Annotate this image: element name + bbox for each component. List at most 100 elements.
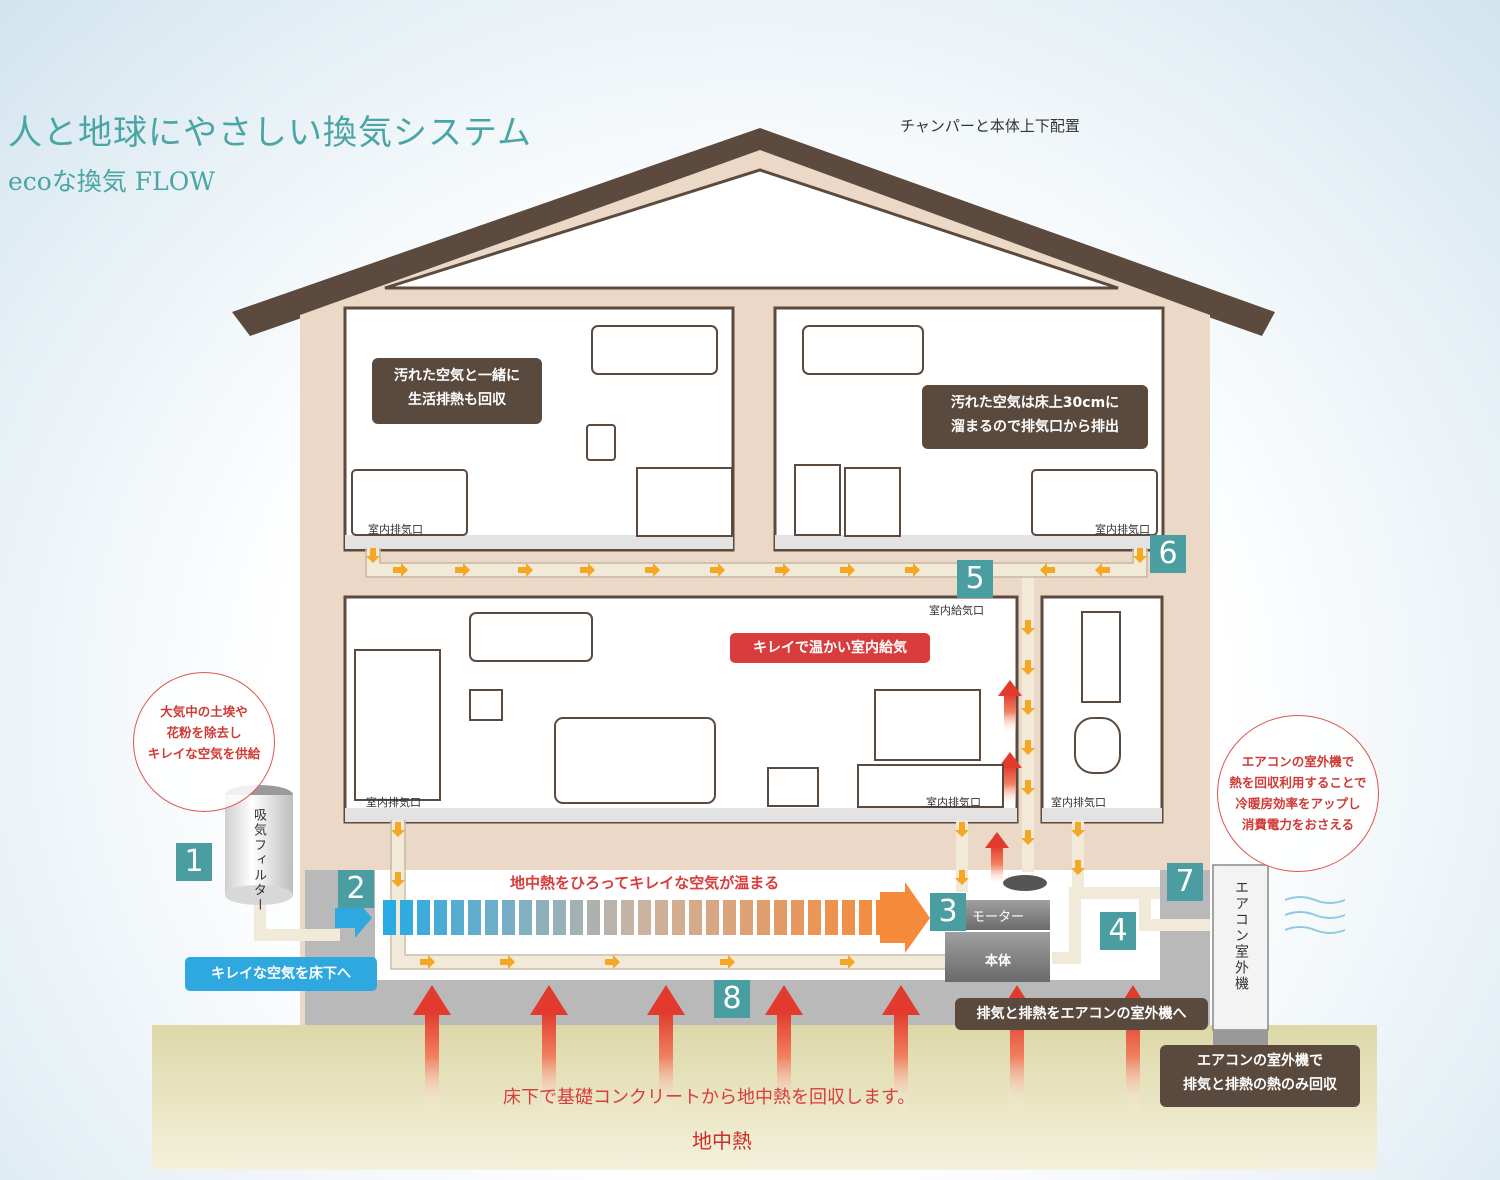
note-circle-right: エアコンの室外機で 熱を回収利用することで 冷暖房効率をアップし 消費電力をおさ… [1217,715,1379,872]
furniture [351,424,1158,808]
flow-bar [757,900,770,935]
circle-line: エアコンの室外機で [1241,754,1355,769]
circle-line: キレイな空気を供給 [147,746,261,761]
flow-bar [689,900,702,935]
exhaust-label-ul: 室内排気口 [368,523,423,536]
intake-filter-body [225,795,293,895]
bubble-upper-right: 汚れた空気は床上30cmに 溜まるので排気口から排出 [922,385,1148,449]
flow-bar [468,900,481,935]
duct-arrow [955,822,969,837]
flow-bar [434,900,447,935]
flow-bar [638,900,651,935]
flow-bar [536,900,549,935]
flow-bar [383,900,396,935]
floor-ur [775,535,1163,549]
intake-arrow [335,898,372,938]
bubble-line: 汚れた空気は床上30cmに [950,395,1120,411]
duct-arrow [720,955,735,969]
duct-arrow [605,955,620,969]
floor-toilet [1042,808,1162,822]
duct-arrow [1071,822,1085,837]
circle-line: 花粉を除去し [166,725,242,740]
clean-air-label: キレイな空気を床下へ [185,957,377,991]
exhaust-label-living-right: 室内排気口 [926,796,981,809]
duct-arrow [840,955,855,969]
heat-arrow [765,985,803,1112]
floor-living [345,808,1017,822]
floor-ul [345,535,733,549]
flow-bar [587,900,600,935]
flow-bar [774,900,787,935]
flow-bar [706,900,719,935]
flow-bar [570,900,583,935]
step-1: 1 [176,843,212,881]
exhaust-to-outdoor-label: 排気と排熱をエアコンの室外機へ [955,998,1208,1030]
circle-line: 大気中の土埃や [160,704,248,719]
main-unit-label: 本体 [985,954,1012,969]
flow-bar [621,900,634,935]
duct-arrow [840,563,855,577]
duct-arrow [1095,563,1110,577]
heat-arrow [530,985,568,1112]
bubble-upper-left: 汚れた空気と一緒に 生活排熱も回収 [372,358,542,424]
circle-line: 冷暖房効率をアップし [1235,796,1361,811]
note-line: 排気と排熱の熱のみ回収 [1183,1077,1337,1093]
aircon-units [469,325,924,662]
page-title: 人と地球にやさしい換気システム [8,113,532,153]
duct-arrow [580,563,595,577]
exhaust-label-ur: 室内排気口 [1095,523,1150,536]
warming-flow-bars [383,900,889,935]
step-5: 5 [957,560,993,598]
flow-bar [417,900,430,935]
duct-arrow [905,563,920,577]
motor-label: モーター [972,910,1025,925]
duct-arrow [500,955,515,969]
flow-bar [400,900,413,935]
heat-arrow [647,985,685,1112]
step-2: 2 [338,870,374,908]
outdoor-unit-note: エアコンの室外機で 排気と排熱の熱のみ回収 [1160,1045,1360,1107]
wind-lines [1284,896,1346,934]
flow-bar [519,900,532,935]
bubble-line: 生活排熱も回収 [408,392,506,408]
note-line: エアコンの室外機で [1197,1053,1323,1069]
exhaust-label-living-left: 室内排気口 [366,796,421,809]
duct-arrow [391,822,405,837]
outdoor-unit-label: エアコン室外機 [1233,880,1249,992]
duct-arrow [710,563,725,577]
flow-bar [825,900,838,935]
step-7: 7 [1167,863,1203,901]
intake-filter-label: 吸気フィルター [251,808,266,913]
ground-heat-flow-label: 地中熱をひろってキレイな空気が温まる [510,874,780,892]
heat-arrow [413,985,451,1112]
motor-fan [1003,875,1047,891]
duct-arrow [645,563,660,577]
step-8: 8 [714,980,750,1018]
ground-heat-label: 地中熱 [692,1129,752,1153]
circle-line: 消費電力をおさえる [1241,817,1355,832]
duct-arrow [1040,563,1055,577]
duct-arrow [1133,548,1147,563]
step-4: 4 [1100,912,1136,950]
flow-bar [740,900,753,935]
bubble-line: 汚れた空気と一緒に [394,368,520,384]
note-circle-left: 大気中の土埃や 花粉を除去し キレイな空気を供給 [133,672,275,812]
bubble-line: 溜まるので排気口から排出 [951,419,1119,435]
duct-arrow [1071,860,1085,875]
warm-arrow [985,832,1009,886]
flow-bar [604,900,617,935]
duct-arrow [1021,700,1035,715]
duct-arrow [518,563,533,577]
flow-arrowhead [880,882,930,953]
flow-bar [859,900,872,935]
exhaust-label-toilet: 室内排気口 [1051,796,1106,809]
circle-line: 熱を回収利用することで [1229,775,1367,790]
duct-arrow [775,563,790,577]
foundation-heat-label: 床下で基礎コンクリートから地中熱を回収します。 [503,1087,916,1108]
flow-bar [553,900,566,935]
duct-outline [365,548,1148,970]
duct-arrow [1021,620,1035,635]
warm-arrow [998,680,1022,734]
attic [384,168,1119,290]
